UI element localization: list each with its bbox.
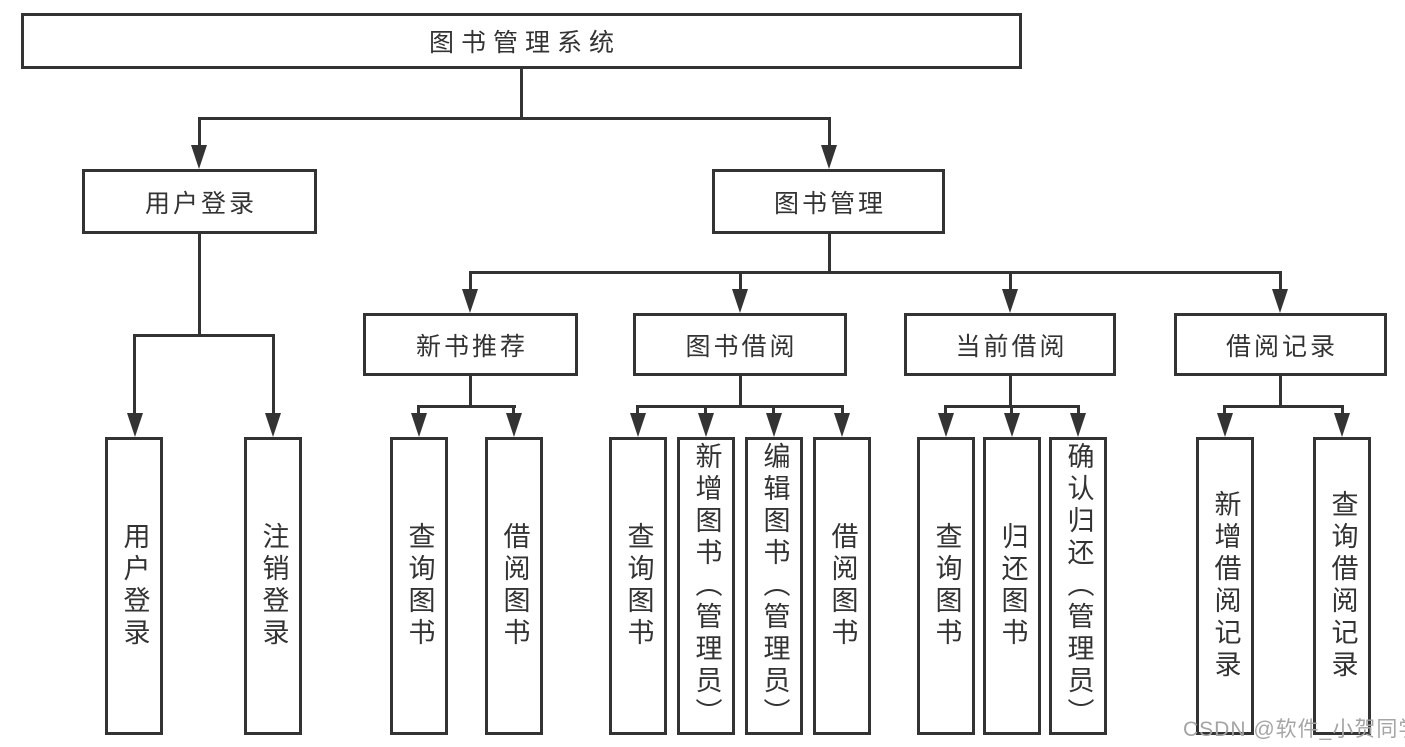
connector-g3-drop3 — [772, 405, 775, 415]
leaf-logout: 注销登录 — [244, 437, 302, 735]
node-root-label: 图书管理系统 — [428, 29, 621, 57]
leaf-edit-book-admin-label: 编辑图书（管理员） — [759, 442, 790, 730]
arrowhead-g2-leaf2 — [506, 413, 522, 437]
arrowhead-g2-leaf1 — [411, 413, 427, 437]
connector-g3-drop2 — [704, 405, 707, 415]
arrowhead-g3-leaf2 — [698, 413, 714, 437]
arrowhead-g3-leaf1 — [630, 413, 646, 437]
leaf-query-borrow-record-label: 查询借阅记录 — [1327, 490, 1358, 682]
connector-drop-book-mgmt — [828, 117, 831, 147]
leaf-add-book-admin-label: 新增图书（管理员） — [691, 442, 722, 730]
node-current-borrowing: 当前借阅 — [904, 313, 1116, 376]
connector-borrow-records-stem — [1279, 376, 1282, 407]
arrowhead-user-login — [191, 145, 207, 169]
connector-drop-book-borrow — [739, 271, 742, 291]
connector-g4-drop2 — [1010, 405, 1013, 415]
leaf-logout-label: 注销登录 — [258, 522, 289, 650]
arrowhead-g4-leaf1 — [938, 413, 954, 437]
leaf-query-book-rec: 查询图书 — [390, 437, 448, 735]
leaf-query-book-borrow-label: 查询图书 — [623, 522, 654, 650]
leaf-borrow-book-label: 借阅图书 — [827, 522, 858, 650]
arrowhead-borrow-records — [1272, 289, 1288, 313]
node-user-login-label: 用户登录 — [144, 189, 257, 218]
connector-g3-drop4 — [841, 405, 844, 415]
node-book-borrowing-label: 图书借阅 — [685, 332, 798, 361]
connector-level1-horizontal — [198, 117, 831, 120]
node-user-login: 用户登录 — [82, 169, 317, 234]
connector-drop-user-login — [198, 117, 201, 147]
leaf-borrow-book-rec: 借阅图书 — [485, 437, 543, 735]
arrowhead-g5-leaf1 — [1217, 413, 1233, 437]
leaf-query-book-current: 查询图书 — [917, 437, 975, 735]
node-new-book-recommend: 新书推荐 — [363, 313, 578, 376]
leaf-user-login-label: 用户登录 — [119, 522, 150, 650]
leaf-confirm-return-admin: 确认归还（管理员） — [1049, 437, 1107, 735]
arrowhead-book-mgmt — [821, 145, 837, 169]
connector-g5-drop1 — [1223, 405, 1226, 415]
connector-new-book-rec-stem — [469, 376, 472, 407]
node-new-book-recommend-label: 新书推荐 — [415, 332, 528, 361]
connector-drop-current-borrow — [1009, 271, 1012, 291]
node-current-borrowing-label: 当前借阅 — [955, 332, 1068, 361]
leaf-confirm-return-admin-label: 确认归还（管理员） — [1063, 442, 1094, 730]
connector-book-mgmt-stem — [828, 234, 831, 273]
leaf-query-book-borrow: 查询图书 — [609, 437, 667, 735]
arrowhead-current-borrow — [1002, 289, 1018, 313]
arrowhead-g3-leaf3 — [766, 413, 782, 437]
connector-drop-leaf-user-login — [133, 334, 136, 413]
leaf-query-book-rec-label: 查询图书 — [404, 522, 435, 650]
connector-g2-drop2 — [512, 405, 515, 415]
connector-g3-horizontal — [636, 405, 844, 408]
node-root-library-system: 图书管理系统 — [21, 13, 1022, 69]
csdn-watermark: CSDN @软件_小贺同学 — [1183, 718, 1405, 741]
arrowhead-g4-leaf2 — [1004, 413, 1020, 437]
node-book-borrowing: 图书借阅 — [633, 313, 847, 376]
connector-drop-borrow-records — [1279, 271, 1282, 291]
connector-g5-horizontal — [1223, 405, 1344, 408]
connector-g2-drop1 — [417, 405, 420, 415]
connector-drop-new-book-rec — [469, 271, 472, 291]
connector-drop-leaf-logout — [272, 334, 275, 413]
leaf-add-borrow-record: 新增借阅记录 — [1196, 437, 1254, 735]
connector-book-borrow-stem — [739, 376, 742, 407]
connector-user-login-horizontal — [133, 334, 275, 337]
connector-g4-drop1 — [944, 405, 947, 415]
arrowhead-new-book-rec — [462, 289, 478, 313]
arrowhead-g3-leaf4 — [834, 413, 850, 437]
node-borrowing-records-label: 借阅记录 — [1225, 332, 1338, 361]
connector-level3-horizontal — [469, 271, 1282, 274]
leaf-user-login: 用户登录 — [105, 437, 163, 735]
connector-g4-drop3 — [1077, 405, 1080, 415]
arrowhead-book-borrow — [732, 289, 748, 313]
arrowhead-leaf-logout — [265, 413, 281, 437]
node-borrowing-records: 借阅记录 — [1174, 313, 1387, 376]
leaf-add-book-admin: 新增图书（管理员） — [677, 437, 735, 735]
connector-g2-horizontal — [417, 405, 516, 408]
arrowhead-g4-leaf3 — [1070, 413, 1086, 437]
leaf-add-borrow-record-label: 新增借阅记录 — [1210, 490, 1241, 682]
node-book-management-label: 图书管理 — [773, 189, 886, 218]
leaf-return-book: 归还图书 — [983, 437, 1041, 735]
leaf-edit-book-admin: 编辑图书（管理员） — [745, 437, 803, 735]
connector-root-stem — [520, 69, 523, 119]
arrowhead-leaf-user-login — [127, 413, 143, 437]
connector-user-login-stem — [198, 234, 201, 336]
connector-g3-drop1 — [636, 405, 639, 415]
node-book-management: 图书管理 — [712, 169, 945, 234]
connector-current-borrow-stem — [1009, 376, 1012, 407]
leaf-borrow-book: 借阅图书 — [813, 437, 871, 735]
connector-g5-drop2 — [1341, 405, 1344, 415]
arrowhead-g5-leaf2 — [1334, 413, 1350, 437]
leaf-query-borrow-record: 查询借阅记录 — [1313, 437, 1371, 735]
leaf-borrow-book-rec-label: 借阅图书 — [499, 522, 530, 650]
leaf-return-book-label: 归还图书 — [997, 522, 1028, 650]
leaf-query-book-current-label: 查询图书 — [931, 522, 962, 650]
